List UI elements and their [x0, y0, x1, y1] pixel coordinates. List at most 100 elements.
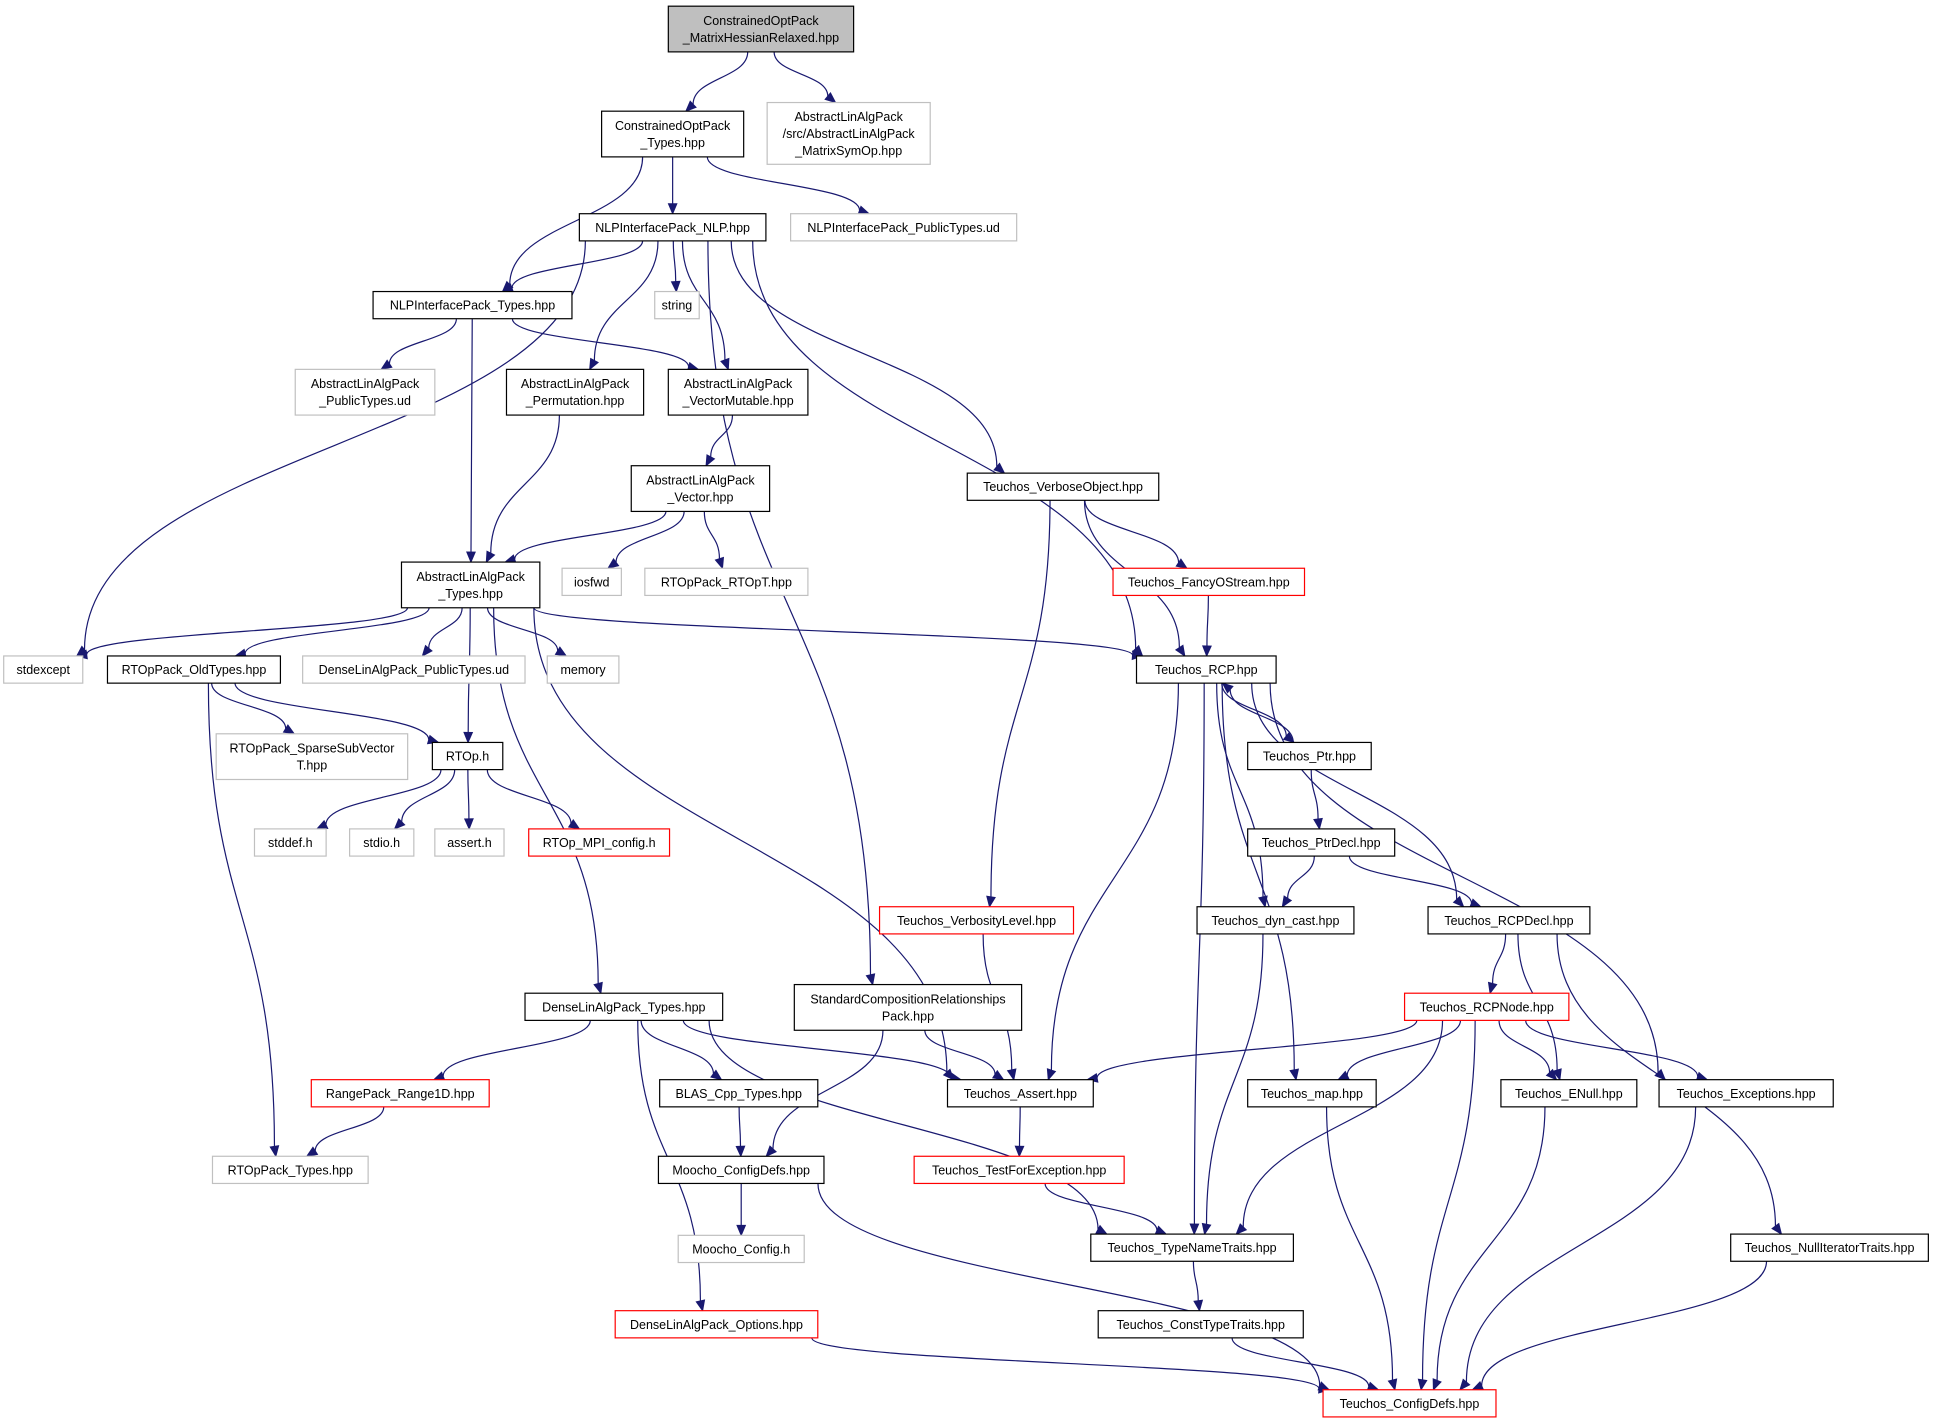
edge-line [388, 318, 457, 364]
node-blas[interactable]: BLAS_Cpp_Types.hpp [659, 1079, 819, 1108]
edge-line [707, 240, 872, 975]
node-tassert[interactable]: Teuchos_Assert.hpp [946, 1079, 1094, 1108]
node-rcpnode[interactable]: Teuchos_RCPNode.hpp [1403, 992, 1570, 1021]
node-alap-types[interactable]: AbstractLinAlgPack_Types.hpp [400, 561, 541, 609]
edge-line [442, 1020, 591, 1077]
node-assert-h[interactable]: assert.h [434, 828, 505, 857]
node-string[interactable]: string [654, 290, 700, 320]
node-label-line: AbstractLinAlgPack [311, 377, 420, 391]
edge-arrowhead [1193, 1299, 1204, 1312]
edge-line [86, 607, 409, 655]
node-alap-vec[interactable]: AbstractLinAlgPack_Vector.hpp [630, 465, 771, 513]
node-rcp[interactable]: Teuchos_RCP.hpp [1135, 655, 1277, 684]
node-alap-perm[interactable]: AbstractLinAlgPack_Permutation.hpp [505, 368, 645, 416]
node-box [1135, 655, 1277, 684]
node-symop[interactable]: AbstractLinAlgPack/src/AbstractLinAlgPac… [766, 101, 931, 165]
node-ptr[interactable]: Teuchos_Ptr.hpp [1247, 741, 1372, 771]
node-verbose[interactable]: Teuchos_VerboseObject.hpp [966, 472, 1160, 501]
node-cop-types[interactable]: ConstrainedOptPack_Types.hpp [601, 110, 745, 158]
node-verbosity[interactable]: Teuchos_VerbosityLevel.hpp [878, 906, 1075, 935]
node-rtop-old[interactable]: RTOpPack_OldTypes.hpp [106, 655, 282, 684]
node-alap-pubtypes[interactable]: AbstractLinAlgPack _PublicTypes.ud [294, 368, 436, 416]
node-tconfigdefs[interactable]: Teuchos_ConfigDefs.hpp [1322, 1389, 1497, 1418]
node-stdexcept[interactable]: stdexcept [3, 655, 84, 684]
node-rtoph[interactable]: RTOp.h [431, 741, 504, 771]
node-typename[interactable]: Teuchos_TypeNameTraits.hpp [1090, 1233, 1294, 1262]
node-root[interactable]: ConstrainedOptPack_MatrixHessianRelaxed.… [667, 5, 855, 53]
node-box [966, 472, 1160, 501]
node-consttype[interactable]: Teuchos_ConstTypeTraits.hpp [1097, 1310, 1304, 1339]
node-mconfigh[interactable]: Moocho_Config.h [677, 1234, 805, 1264]
node-mpi[interactable]: RTOp_MPI_config.h [528, 828, 671, 857]
node-iosfwd[interactable]: iosfwd [561, 567, 622, 597]
node-tmap[interactable]: Teuchos_map.hpp [1247, 1079, 1377, 1108]
node-box [793, 983, 1023, 1031]
node-label-line: RangePack_Range1D.hpp [326, 1087, 475, 1101]
edge-line [1525, 1020, 1699, 1077]
edge-dyncast-to-typename [1201, 933, 1264, 1236]
edge-arrowhead [710, 1069, 723, 1081]
node-rtop-types[interactable]: RTOpPack_Types.hpp [211, 1155, 369, 1185]
node-label-line: _Types.hpp [437, 587, 503, 601]
node-nlp[interactable]: NLPInterfacePack_NLP.hpp [578, 213, 767, 242]
edge-line [1084, 500, 1180, 563]
edge-arrowhead [824, 92, 837, 104]
edge-line [514, 511, 667, 560]
edge-ptrdecl-to-dyncast [1281, 856, 1315, 908]
node-rtopt[interactable]: RTOpPack_RTOpT.hpp [644, 567, 809, 597]
edge-dlap-types-to-typename [708, 1020, 1108, 1235]
node-mconfigdefs[interactable]: Moocho_ConfigDefs.hpp [657, 1155, 825, 1185]
node-box [677, 1234, 805, 1264]
node-stdio[interactable]: stdio.h [348, 828, 415, 857]
node-alap-vecmut[interactable]: AbstractLinAlgPack_VectorMutable.hpp [667, 368, 809, 416]
edge-line [211, 683, 287, 729]
node-ptrdecl[interactable]: Teuchos_PtrDecl.hpp [1247, 828, 1396, 857]
edge-line [325, 769, 442, 825]
node-box [1500, 1079, 1638, 1108]
node-dlap-opts[interactable]: DenseLinAlgPack_Options.hpp [614, 1310, 819, 1339]
node-nlp-types[interactable]: NLPInterfacePack_Types.hpp [372, 290, 573, 320]
node-box [659, 1079, 819, 1108]
node-testfor[interactable]: Teuchos_TestForException.hpp [913, 1155, 1125, 1185]
edge-alap-vec-to-rtopt [703, 511, 725, 570]
edge-arrowhead [463, 731, 474, 744]
node-memory[interactable]: memory [546, 655, 620, 684]
node-exceptions[interactable]: Teuchos_Exceptions.hpp [1658, 1079, 1834, 1108]
node-label-line: AbstractLinAlgPack [646, 474, 755, 488]
node-box [946, 1079, 1094, 1108]
edge-arrowhead [1432, 1378, 1442, 1391]
edge-arrowhead [714, 556, 725, 570]
node-range[interactable]: RangePack_Range1D.hpp [310, 1079, 490, 1108]
node-dyncast[interactable]: Teuchos_dyn_cast.hpp [1196, 906, 1355, 935]
node-box [253, 828, 327, 857]
node-box [3, 655, 84, 684]
node-label-line: RTOpPack_RTOpT.hpp [661, 575, 792, 589]
node-enull[interactable]: Teuchos_ENull.hpp [1500, 1079, 1638, 1108]
edge-nlp-to-verbose [730, 240, 1006, 474]
node-box [766, 101, 931, 165]
node-rcpdecl[interactable]: Teuchos_RCPDecl.hpp [1427, 906, 1591, 935]
edge-line [1492, 933, 1507, 984]
edge-rcpdecl-to-rcpnode [1487, 933, 1507, 995]
edge-arrowhead [1258, 895, 1268, 908]
node-dlap-types[interactable]: DenseLinAlgPack_Types.hpp [524, 992, 724, 1021]
edge-testfor-to-typename [1044, 1183, 1168, 1235]
node-nlp-pubtypes[interactable]: NLPInterfacePack_PublicTypes.ud [790, 213, 1018, 242]
edge-arrowhead [1174, 644, 1186, 658]
edge-arrowhead [606, 558, 620, 570]
node-box [310, 1079, 490, 1108]
node-stddef[interactable]: stddef.h [253, 828, 327, 857]
node-box [1247, 741, 1372, 771]
node-box [1322, 1389, 1497, 1418]
node-dlap-pubtypes[interactable]: DenseLinAlgPack_PublicTypes.ud [302, 655, 526, 684]
edge-line [1192, 1261, 1199, 1301]
node-label-line: _PublicTypes.ud [318, 394, 411, 408]
edge-line [314, 1106, 385, 1151]
edge-arrowhead [1417, 1378, 1428, 1392]
node-fancy[interactable]: Teuchos_FancyOStream.hpp [1112, 567, 1306, 597]
node-nulliter[interactable]: Teuchos_NullIteratorTraits.hpp [1730, 1233, 1929, 1262]
edge-line [706, 156, 861, 211]
